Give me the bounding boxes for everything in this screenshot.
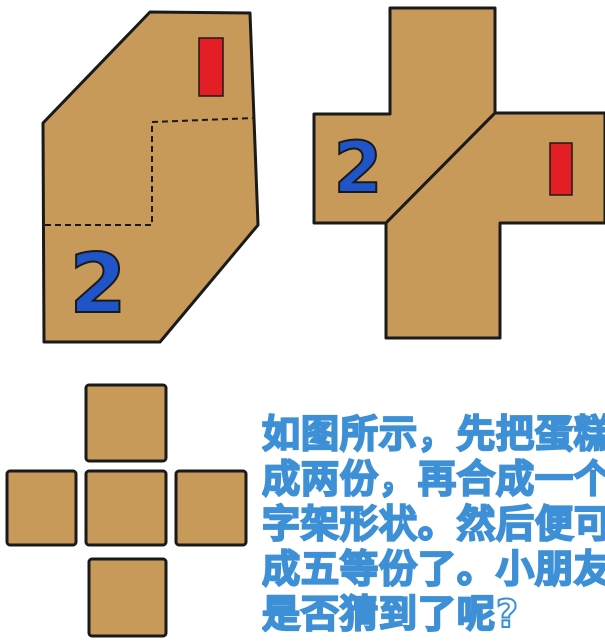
five-equal-pieces-panel [7,385,246,636]
square-bottom [89,559,166,636]
cross-piece-one-marker [550,143,572,195]
square-left [7,471,76,545]
caption-line-1: 如图所示，先把蛋糕分 [262,412,605,457]
caption-line-3: 字架形状。然后便可分 [262,502,605,547]
piece-one-marker [199,38,223,96]
caption-line-5: 是否猜到了呢? [262,592,605,637]
piece-two-label: 2 [69,237,126,332]
cross-piece-two-label: 2 [334,127,383,209]
square-right [176,471,246,545]
caption-line-4: 成五等份了。小朋友们 [262,547,605,592]
explanation-caption: 如图所示，先把蛋糕分 成两份，再合成一个十 字架形状。然后便可分 成五等份了。小… [262,412,605,642]
square-center [86,471,166,545]
caption-line-2: 成两份，再合成一个十 [262,457,605,502]
square-top [86,385,166,461]
original-cake-panel: 1 2 [43,12,258,342]
cross-arrangement-panel: 2 1 [314,8,605,338]
